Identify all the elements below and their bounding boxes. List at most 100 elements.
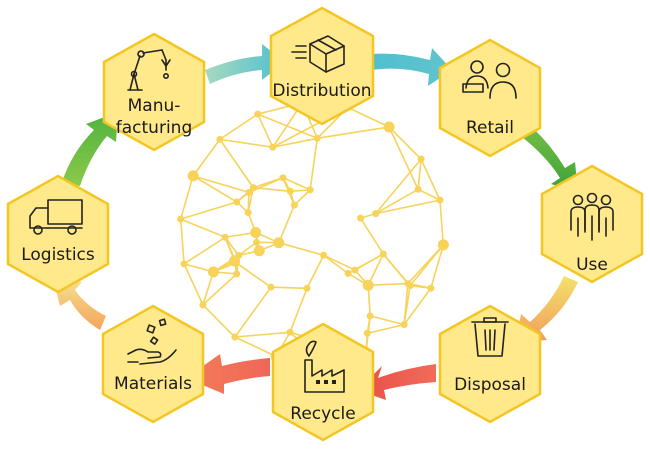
network-edge bbox=[219, 113, 259, 141]
network-edge bbox=[369, 315, 405, 326]
label-materials: Materials bbox=[114, 374, 192, 394]
network-node bbox=[400, 321, 408, 329]
network-edge bbox=[420, 158, 441, 201]
network-edge bbox=[179, 219, 185, 264]
network-node bbox=[180, 260, 188, 268]
network-edge bbox=[317, 126, 390, 140]
network-node bbox=[417, 155, 425, 163]
network-edge bbox=[282, 176, 311, 191]
network-edge bbox=[375, 199, 441, 215]
network-edge bbox=[192, 175, 238, 203]
network-edge bbox=[235, 262, 272, 288]
network-node bbox=[406, 282, 414, 290]
network-node bbox=[344, 269, 352, 277]
delivery-truck-icon bbox=[29, 199, 83, 235]
stage-materials: Materials bbox=[101, 304, 205, 424]
network-node bbox=[414, 185, 422, 193]
hexagon-manufacturing bbox=[102, 32, 206, 152]
network-edge bbox=[367, 253, 384, 286]
network-edge bbox=[270, 286, 308, 290]
network-node bbox=[253, 245, 265, 257]
cashier-customer-icon bbox=[462, 60, 517, 99]
network-edge bbox=[183, 263, 204, 306]
network-node bbox=[303, 284, 311, 292]
network-node bbox=[216, 135, 224, 143]
network-edge bbox=[367, 323, 405, 334]
label-disposal: Disposal bbox=[454, 375, 526, 395]
arrow-manufacturing-to-distribution bbox=[205, 44, 285, 84]
network-edge bbox=[180, 218, 226, 238]
network-edge bbox=[375, 188, 419, 215]
network-node bbox=[363, 329, 371, 337]
network-node bbox=[306, 186, 314, 194]
network-edge bbox=[293, 189, 311, 206]
network-edge bbox=[234, 336, 277, 358]
factory-icon bbox=[304, 340, 345, 393]
network-edge bbox=[202, 273, 238, 306]
network-node bbox=[436, 196, 444, 204]
label-use: Use bbox=[576, 255, 608, 275]
label-logistics: Logistics bbox=[21, 245, 95, 265]
network-node bbox=[362, 279, 374, 291]
label-manufacturing-line2: facturing bbox=[116, 118, 192, 138]
stage-retail: Retail bbox=[438, 38, 542, 158]
network-node bbox=[379, 250, 387, 258]
network-node bbox=[267, 283, 275, 291]
network-node bbox=[269, 143, 277, 151]
network-node bbox=[221, 233, 229, 241]
network-edge bbox=[359, 217, 384, 255]
network-edge bbox=[323, 254, 356, 271]
network-node bbox=[233, 270, 241, 278]
network-edge bbox=[417, 188, 441, 201]
trash-can-icon bbox=[471, 317, 509, 357]
network-node bbox=[235, 251, 243, 259]
network-edge bbox=[180, 201, 237, 220]
arrow-materials-to-logistics bbox=[52, 276, 106, 330]
network-edge bbox=[257, 113, 274, 148]
network-node bbox=[233, 198, 241, 206]
robot-arm-icon bbox=[127, 49, 171, 91]
arrow-use-to-disposal bbox=[516, 276, 578, 342]
network-edge bbox=[202, 304, 236, 338]
arrow-disposal-to-recycle bbox=[358, 364, 436, 400]
network-node bbox=[232, 259, 240, 267]
network-edge bbox=[403, 283, 409, 325]
stage-use: Use bbox=[540, 164, 644, 284]
hexagon-logistics bbox=[6, 174, 110, 294]
network-node bbox=[372, 210, 380, 218]
network-edge bbox=[192, 138, 221, 177]
network-node bbox=[286, 328, 294, 336]
network-edge bbox=[202, 271, 215, 306]
network-edge bbox=[439, 200, 445, 245]
hand-with-materials-icon bbox=[127, 318, 177, 365]
network-edge bbox=[224, 236, 240, 256]
network-node bbox=[250, 227, 262, 239]
arrow-logistics-to-manufacturing bbox=[62, 112, 118, 186]
network-edge bbox=[309, 138, 319, 190]
network-edge bbox=[219, 138, 254, 189]
network-edge bbox=[278, 204, 296, 244]
network-edge bbox=[323, 254, 349, 275]
network-node bbox=[244, 209, 252, 217]
stage-manufacturing: Manu- facturing bbox=[102, 32, 206, 152]
network-edge bbox=[388, 126, 422, 160]
network-node bbox=[313, 134, 321, 142]
network-edge bbox=[238, 241, 257, 257]
network-node bbox=[254, 110, 262, 118]
network-node bbox=[245, 188, 253, 196]
network-edge bbox=[374, 158, 422, 215]
moving-box-icon bbox=[291, 35, 345, 73]
network-node bbox=[351, 266, 359, 274]
network-edge bbox=[347, 106, 390, 128]
network-edge bbox=[409, 244, 444, 287]
network-node bbox=[249, 184, 257, 192]
network-edge bbox=[219, 138, 273, 149]
network-edge bbox=[306, 254, 325, 289]
stage-disposal: Disposal bbox=[438, 304, 542, 424]
people-group-icon bbox=[570, 192, 614, 241]
cycle-arrows bbox=[52, 44, 578, 400]
network-node bbox=[199, 301, 207, 309]
stage-logistics: Logistics bbox=[6, 174, 110, 294]
network-node bbox=[286, 187, 294, 195]
